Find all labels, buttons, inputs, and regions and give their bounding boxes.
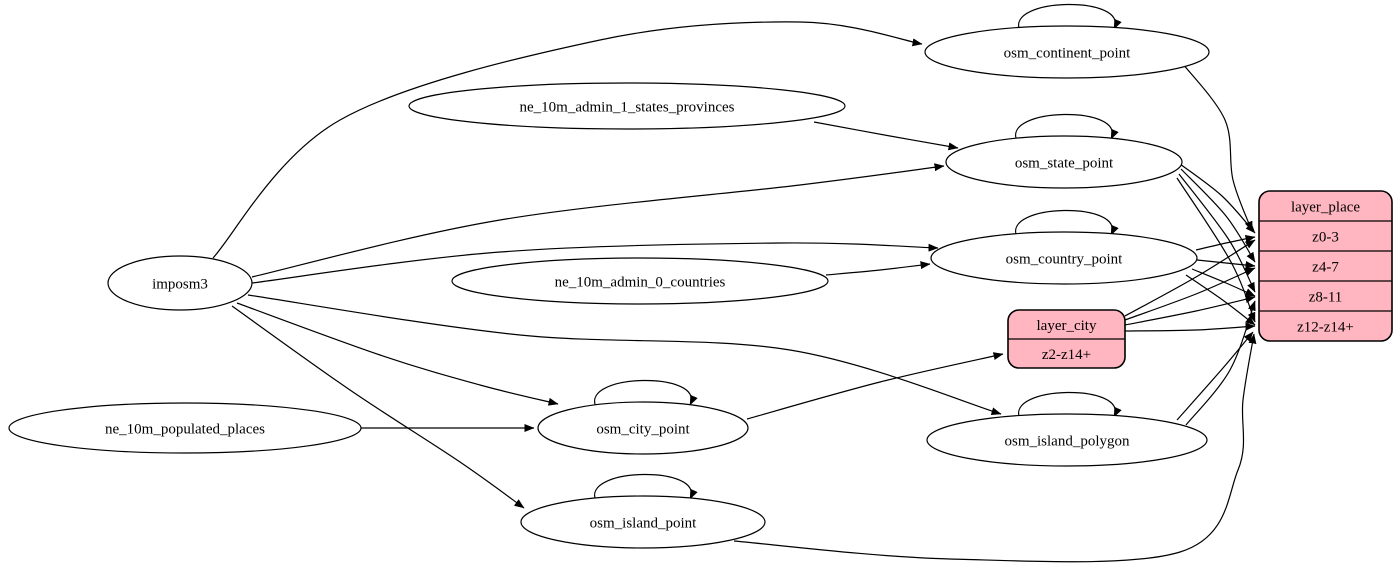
edge-ne-10m-admin-1-states-provinces-to-osm-state-point bbox=[813, 121, 959, 151]
edge-osm-country-point-to-layer-place-z0-3 bbox=[1195, 235, 1256, 251]
node-osm-island-polygon: osm_island_polygon bbox=[926, 391, 1208, 467]
node-osm-country-point: osm_country_point bbox=[930, 209, 1198, 285]
edge-osm-country-point-to-layer-place-z8-11 bbox=[1191, 268, 1256, 297]
node-osm-city-point: osm_city_point bbox=[537, 379, 749, 455]
edge-osm-country-point-to-layer-place-z12-z14 bbox=[1185, 274, 1256, 326]
table-label-osm-country-point: osm_country_point bbox=[1006, 252, 1123, 268]
table-label-ne-10m-admin-0-countries: ne_10m_admin_0_countries bbox=[555, 275, 726, 291]
node-imposm3: imposm3 bbox=[107, 255, 253, 311]
node-ne-10m-admin-1-states-provinces: ne_10m_admin_1_states_provinces bbox=[408, 82, 846, 130]
self-loop-osm-island-point bbox=[594, 473, 698, 502]
table-ellipse-osm-country-point bbox=[930, 231, 1198, 285]
table-ellipse-osm-city-point bbox=[537, 401, 749, 455]
table-label-ne-10m-populated-places: ne_10m_populated_places bbox=[105, 422, 265, 438]
node-osm-continent-point: osm_continent_point bbox=[924, 3, 1210, 79]
table-ellipse-osm-island-polygon bbox=[926, 413, 1208, 467]
table-label-osm-island-polygon: osm_island_polygon bbox=[1004, 434, 1130, 450]
table-ellipse-imposm3 bbox=[107, 255, 253, 311]
edge-osm-state-point-to-layer-place-z8-11 bbox=[1178, 173, 1256, 293]
layer-place-row-z4-7: z4-7 bbox=[1312, 260, 1339, 276]
table-ellipse-ne-10m-admin-1-states-provinces bbox=[408, 82, 846, 130]
table-label-osm-state-point: osm_state_point bbox=[1015, 156, 1114, 172]
edge-osm-state-point-to-layer-place-z4-7 bbox=[1180, 168, 1256, 263]
node-ne-10m-populated-places: ne_10m_populated_places bbox=[8, 402, 362, 454]
table-label-ne-10m-admin-1-states-provinces: ne_10m_admin_1_states_provinces bbox=[520, 100, 735, 116]
table-ellipse-osm-island-point bbox=[520, 495, 766, 549]
edge-osm-country-point-to-layer-place-z4-7 bbox=[1196, 259, 1256, 270]
layer-place-row-z0-3: z0-3 bbox=[1312, 230, 1339, 246]
edge-osm-continent-point-to-layer-place-z0-3 bbox=[1182, 63, 1253, 232]
edge-ne-10m-admin-0-countries-to-osm-country-point bbox=[825, 261, 931, 276]
layer-place-row-z8-11: z8-11 bbox=[1309, 290, 1343, 306]
edge-osm-state-point-to-layer-place-z0-3 bbox=[1179, 163, 1256, 234]
edge-imposm3-to-osm-city-point bbox=[236, 302, 559, 406]
table-ellipse-osm-continent-point bbox=[924, 25, 1210, 79]
edge-osm-island-polygon-to-layer-place-z12-z14 bbox=[1176, 331, 1254, 421]
edge-osm-city-point-to-layer-city-z2-z14 bbox=[746, 352, 1004, 420]
layer-city-row-layer-city: layer_city bbox=[1037, 318, 1097, 334]
table-ellipse-ne-10m-admin-0-countries bbox=[451, 257, 829, 305]
edge-imposm3-to-osm-country-point bbox=[251, 242, 939, 284]
table-ellipse-ne-10m-populated-places bbox=[8, 402, 362, 454]
node-osm-state-point: osm_state_point bbox=[945, 113, 1183, 189]
layer-city-row-z2-z14: z2-z14+ bbox=[1042, 347, 1091, 363]
edge-layer-city-to-layer-place-z0-3 bbox=[1124, 239, 1256, 317]
layer-place-row-layer-place: layer_place bbox=[1291, 200, 1360, 216]
edge-osm-island-point-to-layer-place-z12-z14 bbox=[733, 333, 1257, 563]
edge-imposm3-to-osm-island-point bbox=[231, 305, 525, 509]
record-box-layer-place bbox=[1258, 190, 1393, 342]
table-label-osm-continent-point: osm_continent_point bbox=[1004, 46, 1131, 62]
node-layer-city: layer_city z2-z14+ bbox=[1007, 309, 1126, 369]
self-loop-osm-city-point bbox=[594, 379, 698, 408]
table-ellipse-osm-state-point bbox=[945, 135, 1183, 189]
edge-imposm3-to-osm-continent-point bbox=[212, 21, 923, 259]
edge-imposm3-to-osm-state-point bbox=[251, 163, 945, 278]
node-layer: imposm3 ne_10m_admin_1_states_provincesne… bbox=[8, 3, 1393, 549]
table-label-imposm3: imposm3 bbox=[152, 277, 208, 293]
self-loop-osm-continent-point bbox=[1018, 3, 1122, 32]
self-loop-osm-country-point bbox=[1015, 209, 1119, 238]
edge-layer bbox=[212, 21, 1257, 563]
table-label-osm-island-point: osm_island_point bbox=[590, 516, 698, 532]
table-label-osm-city-point: osm_city_point bbox=[596, 422, 690, 438]
edge-layer-city-to-layer-place-z4-7 bbox=[1124, 267, 1256, 321]
edge-layer-city-to-layer-place-z8-11 bbox=[1124, 295, 1256, 326]
edge-osm-island-polygon-to-layer-place-z8-11 bbox=[1185, 300, 1256, 426]
edge-imposm3-to-osm-island-polygon bbox=[247, 294, 1002, 416]
layer-place-row-z12-z14: z12-z14+ bbox=[1297, 320, 1354, 336]
node-layer-place: layer_place z0-3 z4-7 z8-11 z12-z14+ bbox=[1258, 190, 1393, 342]
self-loop-osm-state-point bbox=[1015, 113, 1119, 142]
self-loop-osm-island-polygon bbox=[1018, 391, 1122, 420]
node-ne-10m-admin-0-countries: ne_10m_admin_0_countries bbox=[451, 257, 829, 305]
node-osm-island-point: osm_island_point bbox=[520, 473, 766, 549]
edge-layer-city-to-layer-place-z12-z14 bbox=[1124, 322, 1256, 332]
